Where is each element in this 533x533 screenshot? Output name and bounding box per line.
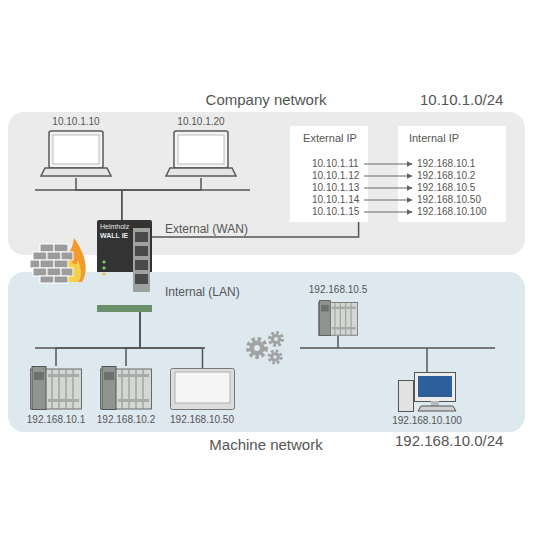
laptop — [41, 131, 111, 176]
brick — [30, 260, 40, 268]
column-header: Internal IP — [409, 132, 459, 145]
network-cable — [122, 178, 201, 220]
rj45-port — [135, 232, 148, 242]
brick — [40, 244, 54, 252]
brick — [61, 252, 73, 260]
table-cell: 10.10.1.12 — [312, 170, 359, 182]
nat-arrow — [364, 212, 412, 213]
brick — [61, 268, 73, 276]
panel-frame — [171, 369, 235, 410]
table-cell: 192.168.10.100 — [417, 206, 487, 218]
gear-body — [250, 341, 265, 356]
nat-arrow — [364, 200, 412, 201]
model-name: WALL IE — [100, 232, 128, 240]
laptop — [166, 131, 236, 176]
led — [102, 272, 105, 275]
gear-body — [270, 352, 280, 362]
touch-panel — [171, 369, 235, 410]
brick — [54, 276, 68, 283]
nat-table-column: Internal IP192.168.10.1192.168.10.2192.1… — [398, 126, 506, 222]
brick — [54, 244, 68, 252]
pc-keyboard — [418, 406, 456, 411]
ip-address: 192.168.10.1 — [27, 414, 85, 426]
ip-address: 192.168.10.5 — [309, 284, 367, 296]
ip-address: 192.168.10.50 — [170, 414, 234, 426]
table-cell: 192.168.10.5 — [417, 182, 475, 194]
brick — [40, 260, 54, 268]
gear-hole — [254, 345, 260, 351]
led — [102, 260, 105, 263]
table-cell: 10.10.1.14 — [312, 194, 359, 206]
rj45-port — [135, 246, 148, 256]
firewall-details — [97, 228, 152, 312]
rj45-port — [135, 274, 148, 284]
table-cell: 192.168.10.2 — [417, 170, 475, 182]
nat-arrows — [364, 164, 412, 212]
gear-body — [271, 334, 281, 344]
subnet-label: 192.168.10.0/24 — [395, 432, 503, 450]
pc-monitor — [415, 373, 456, 402]
port-label: Internal (LAN) — [165, 285, 240, 299]
gear-teeth — [270, 333, 283, 346]
panel-screen — [175, 372, 230, 403]
column-header: External IP — [303, 132, 357, 145]
ip-address: 192.168.10.100 — [392, 415, 462, 427]
network-cable — [126, 312, 140, 366]
band-title: Company network — [206, 91, 327, 109]
pc-tower — [399, 381, 414, 412]
subnet-label: 10.10.1.0/24 — [420, 91, 503, 109]
ip-address: 10.10.1.20 — [177, 116, 224, 128]
brick — [47, 252, 61, 260]
pc-screen — [418, 376, 452, 397]
brick — [40, 276, 54, 283]
pc — [399, 373, 457, 412]
brick — [33, 268, 47, 276]
gear-hole — [273, 355, 277, 359]
rj45-port — [135, 260, 148, 270]
table-cell: 192.168.10.50 — [417, 194, 481, 206]
table-cell: 10.10.1.13 — [312, 182, 359, 194]
brick — [33, 252, 47, 260]
bricks — [30, 244, 73, 283]
nat-table-column: External IP10.10.1.1110.10.1.1210.10.1.1… — [290, 126, 368, 222]
network-cable — [152, 222, 359, 237]
network-cable — [140, 312, 203, 368]
ip-address: 10.10.1.10 — [52, 116, 99, 128]
brick — [54, 260, 68, 268]
table-cell: 192.168.10.1 — [417, 158, 475, 170]
gear-hole — [274, 337, 278, 341]
network-cable — [56, 312, 140, 366]
gears — [248, 333, 283, 364]
firewall-icon — [30, 238, 86, 283]
gear-teeth — [269, 351, 281, 363]
nat-arrow — [364, 176, 412, 177]
band-title: Machine network — [209, 436, 322, 454]
bus-drop — [426, 348, 428, 372]
plc — [101, 367, 152, 410]
machine-bus — [300, 347, 495, 349]
led — [102, 266, 105, 269]
plc — [318, 300, 357, 335]
brick — [47, 268, 61, 276]
brand-name: Helmholz — [100, 223, 129, 231]
ip-address: 192.168.10.2 — [97, 414, 155, 426]
table-cell: 10.10.1.11 — [312, 158, 359, 170]
pc-stand — [431, 401, 439, 406]
plc — [31, 367, 82, 410]
port-rail — [133, 228, 150, 292]
edge-label: External (WAN) — [165, 222, 248, 236]
gear-teeth — [248, 339, 266, 357]
bus-drop — [337, 336, 339, 348]
nat-arrow — [364, 164, 412, 165]
network-cable — [76, 178, 122, 220]
nat-arrow — [364, 188, 412, 189]
table-cell: 10.10.1.15 — [312, 206, 359, 218]
din-clip — [97, 305, 152, 312]
